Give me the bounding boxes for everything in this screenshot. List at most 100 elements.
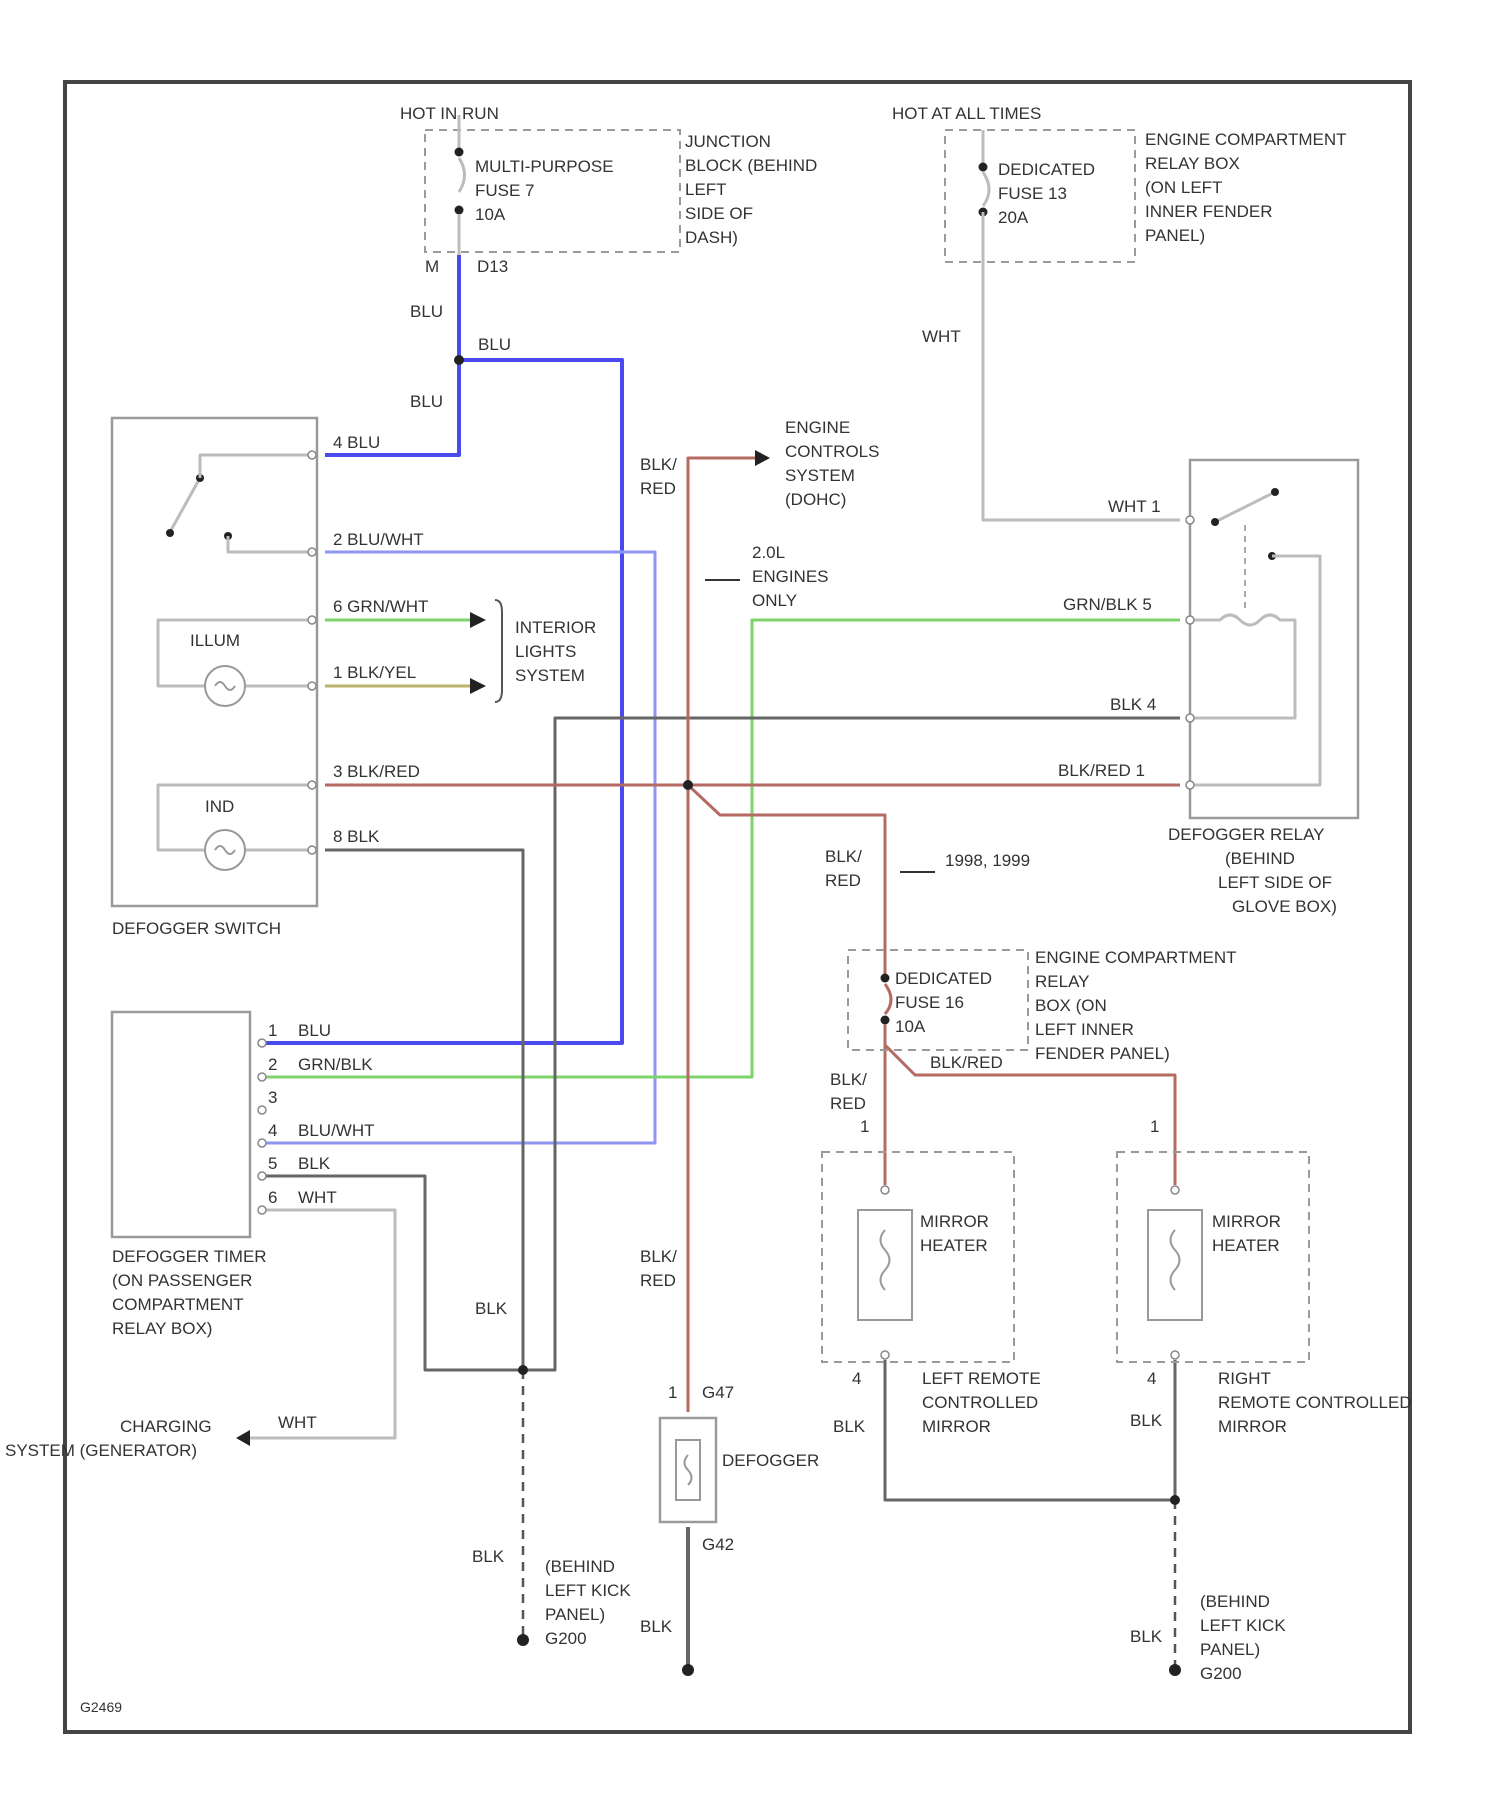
switch-pin-label-3: 3 BLK/RED [333, 762, 420, 781]
right-mirror-line-1: RIGHT [1218, 1369, 1271, 1388]
ground-left-line-2: LEFT KICK [545, 1581, 631, 1600]
wht-wire-label-top: WHT [922, 327, 961, 346]
ground-left-line-3: PANEL) [545, 1605, 605, 1624]
blu-label-3: BLU [410, 392, 443, 411]
hot-in-run-label: HOT IN RUN [400, 104, 499, 123]
interior-bracket [495, 600, 502, 702]
switch-pin-4 [308, 451, 316, 459]
switch-pin-label-4: 4 BLU [333, 433, 380, 452]
relay-contact-symbol [1190, 488, 1320, 785]
switch-pin-8 [308, 846, 316, 854]
left-mirror-line-1: LEFT REMOTE [922, 1369, 1041, 1388]
connector-g42-label: G42 [702, 1535, 734, 1554]
fuse-7-symbol [455, 115, 465, 255]
right-mirror-pin-4: 4 [1147, 1369, 1156, 1388]
relay-box-mid-line-5: FENDER PANEL) [1035, 1044, 1170, 1063]
timer-pin-number-6: 6 [268, 1188, 277, 1207]
relay-box-top-line-4: INNER FENDER [1145, 202, 1273, 221]
connector-g47-label: G47 [702, 1383, 734, 1402]
defogger-relay-line-4: GLOVE BOX) [1232, 897, 1337, 916]
defogger-timer-pins [258, 1039, 266, 1214]
left-mirror-box [822, 1152, 1014, 1362]
relay-pin-5 [1186, 616, 1194, 624]
blk-red-label-mirror-feed: BLK/RED [930, 1053, 1003, 1072]
switch-pin-label-1: 1 BLK/YEL [333, 663, 416, 682]
illum-label: ILLUM [190, 631, 240, 650]
defogger-timer-line-1: DEFOGGER TIMER [112, 1247, 267, 1266]
blk-label-right-mirror: BLK [1130, 1411, 1163, 1430]
defogger-timer-line-4: RELAY BOX) [112, 1319, 212, 1338]
relay-pin-label-wht: WHT 1 [1108, 497, 1161, 516]
left-mirror-line-3: MIRROR [922, 1417, 991, 1436]
engine-controls-line-1: ENGINE [785, 418, 850, 437]
blk-label-timer-ground: BLK [475, 1299, 508, 1318]
switch-pin-3 [308, 781, 316, 789]
junction-block-box [425, 130, 680, 252]
timer-pin-number-5: 5 [268, 1154, 277, 1173]
relay-box-top-line-5: PANEL) [1145, 226, 1205, 245]
left-mirror-pin-1: 1 [860, 1117, 869, 1136]
switch-pin-2 [308, 548, 316, 556]
splice-mirror-ground [1170, 1495, 1180, 1505]
fuse-13-line-1: DEDICATED [998, 160, 1095, 179]
fuse-16-symbol [881, 974, 892, 1049]
fuse-13-symbol [979, 130, 990, 217]
junction-block-line-4: SIDE OF [685, 204, 753, 223]
connector-d13-label: D13 [477, 257, 508, 276]
engine-only-line-1: 2.0L [752, 543, 785, 562]
timer-pin-number-1: 1 [268, 1021, 277, 1040]
defogger-timer-box [112, 1012, 250, 1237]
relay-pin-4 [1186, 714, 1194, 722]
ground-right-line-3: PANEL) [1200, 1640, 1260, 1659]
defogger-relay-line-3: LEFT SIDE OF [1218, 873, 1332, 892]
timer-wire-label-1: BLU [298, 1021, 331, 1040]
blk-label-left-mirror: BLK [833, 1417, 866, 1436]
blu-label-2: BLU [478, 335, 511, 354]
wht-wire-charging [250, 1210, 395, 1438]
relay-box-mid-line-2: RELAY [1035, 972, 1090, 991]
left-mirror-pin-4: 4 [852, 1369, 861, 1388]
relay-box-top-line-1: ENGINE COMPARTMENT [1145, 130, 1347, 149]
relay-pin-label-grn-blk: GRN/BLK 5 [1063, 595, 1152, 614]
blu-label-1: BLU [410, 302, 443, 321]
connector-m-label: M [425, 257, 439, 276]
relay-box-top-line-2: RELAY BOX [1145, 154, 1240, 173]
arrow-interior-2-icon [470, 678, 486, 694]
defogger-heater-symbol [676, 1440, 700, 1500]
defogger-timer-line-2: (ON PASSENGER [112, 1271, 252, 1290]
right-mirror-box [1117, 1152, 1309, 1362]
right-mirror-line-2: REMOTE CONTROLLED [1218, 1393, 1412, 1412]
wht-wire-relay-feed [983, 212, 1180, 520]
switch-pin-label-6: 6 GRN/WHT [333, 597, 428, 616]
switch-pin-1 [308, 682, 316, 690]
arrow-charging-icon [236, 1430, 250, 1446]
relay-box-top-line-3: (ON LEFT [1145, 178, 1222, 197]
blk-red-label-left-mirror-1: BLK/ [830, 1070, 867, 1089]
defogger-pin-1: 1 [668, 1383, 677, 1402]
relay-box-mid-line-3: BOX (ON [1035, 996, 1107, 1015]
fuse-13-line-2: FUSE 13 [998, 184, 1067, 203]
interior-lights-line-3: SYSTEM [515, 666, 585, 685]
right-mirror-heater-symbol [1148, 1186, 1202, 1359]
blk-label-ground-left: BLK [472, 1547, 505, 1566]
blk-red-wire-right-mirror [885, 1045, 1175, 1185]
switch-contact-symbol [166, 455, 312, 552]
defogger-switch-title: DEFOGGER SWITCH [112, 919, 281, 938]
blk-label-ground-right: BLK [1130, 1627, 1163, 1646]
interior-lights-line-1: INTERIOR [515, 618, 596, 637]
blk-red-label-fuse16-1: BLK/ [825, 847, 862, 866]
left-mirror-heater-symbol [858, 1186, 912, 1359]
right-mirror-line-3: MIRROR [1218, 1417, 1287, 1436]
charging-line-1: CHARGING [120, 1417, 212, 1436]
switch-pin-6 [308, 616, 316, 624]
right-mirror-heater-line-1: MIRROR [1212, 1212, 1281, 1231]
fuse-7-line-3: 10A [475, 205, 506, 224]
wht-label-charging: WHT [278, 1413, 317, 1432]
junction-block-line-2: BLOCK (BEHIND [685, 156, 817, 175]
blk-red-label-defogger-1: BLK/ [640, 1247, 677, 1266]
defogger-label: DEFOGGER [722, 1451, 819, 1470]
relay-box-mid-line-4: LEFT INNER [1035, 1020, 1134, 1039]
defogger-relay-line-1: DEFOGGER RELAY [1168, 825, 1325, 844]
switch-pin-label-2: 2 BLU/WHT [333, 530, 424, 549]
